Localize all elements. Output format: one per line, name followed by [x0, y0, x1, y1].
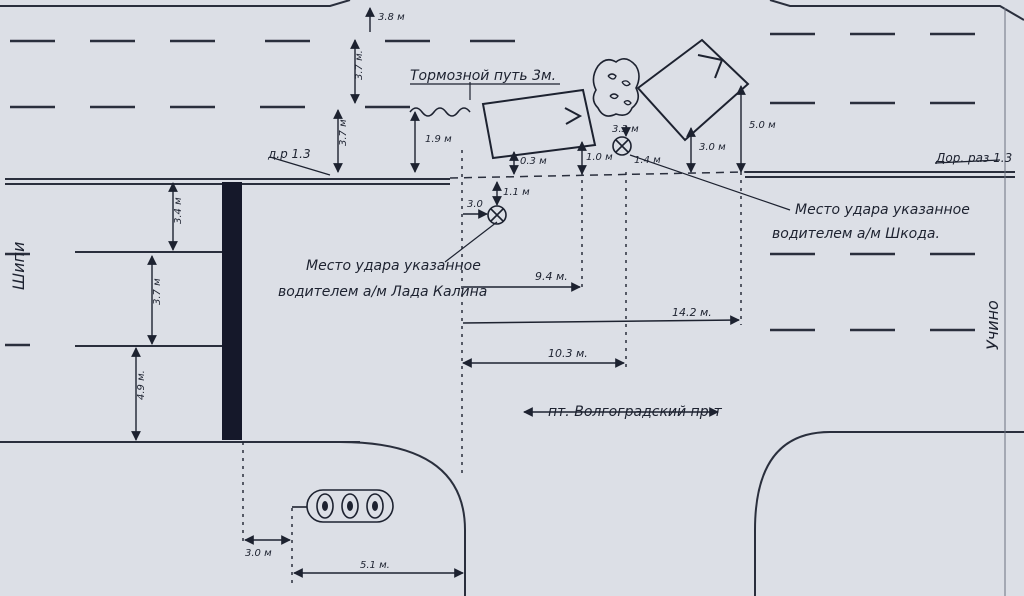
- dim-skoda-far: 5.0 м: [749, 120, 776, 131]
- car-lada: [481, 88, 597, 160]
- impact-skoda-label-line1: Место удара указанное: [795, 202, 970, 218]
- lane-dashes-right-lower: [770, 252, 975, 332]
- dim-skoda-side-small: 1.4 м: [634, 155, 661, 166]
- impact-skoda-label-line2: водителем а/м Шкода.: [772, 226, 940, 242]
- dim-lane-mid: 3.7 м.: [354, 50, 365, 80]
- street-left-label: Шипи: [9, 242, 28, 290]
- lane-dashes-top: [10, 32, 975, 43]
- impact-lada-label-line2: водителем а/м Лада Калина: [278, 284, 487, 300]
- debris-icon: [592, 58, 640, 117]
- dim-bottom-30: 3.0 м: [245, 548, 272, 559]
- impact-marker-lada: [487, 205, 507, 225]
- car-skoda: [636, 38, 750, 142]
- top-road-edge-right: [769, 0, 1024, 21]
- dim-left-37: 3.7 м: [152, 278, 163, 305]
- leader-marking-right: [934, 159, 1001, 164]
- leader-lada-impact: [444, 221, 498, 263]
- leader-marking-left: [269, 156, 331, 176]
- top-road-edge-left: [0, 0, 351, 7]
- dim-top-lane: 3.8 м: [378, 12, 405, 23]
- dimension-labels: 3.8 м 3.7 м. 3.7 м 1.9 м 0.3 м 1.0 м 3.3…: [136, 12, 776, 571]
- curb-bottom-left: [339, 441, 466, 596]
- brake-path-marks: [409, 107, 471, 117]
- marking-left-label: д.р 1.3: [267, 147, 311, 161]
- dim-impact-h: 3.0: [467, 199, 483, 210]
- center-line-dashed-intersection: [449, 171, 746, 179]
- dim-lada-edge: 0.3 м: [520, 156, 547, 167]
- dim-94: 9.4 м.: [535, 270, 568, 283]
- curb-bottom-right: [754, 431, 1024, 596]
- traffic-light-icon: [292, 489, 394, 523]
- street-main-label: пт. Волгоградский пр-т: [548, 404, 723, 420]
- impact-marker-skoda: [612, 136, 632, 156]
- reference-dotted-lines: [242, 150, 742, 585]
- dim-bottom-51: 5.1 м.: [360, 560, 390, 571]
- dim-left-49: 4.9 м.: [136, 370, 147, 400]
- marking-right-label: Дор. раз 1.3: [935, 151, 1012, 165]
- dim-left-34: 3.4 м: [173, 197, 184, 224]
- lane-dashes-middle: [10, 101, 975, 109]
- brake-path-label: Тормозной путь 3м.: [410, 68, 556, 84]
- leader-skoda-impact: [629, 154, 791, 211]
- dim-lane-low: 3.7 м: [338, 119, 349, 146]
- lada-direction-arrow-icon: [564, 107, 583, 125]
- dim-lada-front: 1.0 м: [586, 152, 613, 163]
- lane-dashes-left-lower: [5, 252, 30, 347]
- dim-142: 14.2 м.: [672, 306, 712, 319]
- skoda-direction-arrow-icon: [697, 54, 724, 79]
- dim-skoda-up: 3.3 м: [612, 124, 639, 135]
- dimension-arrows: [131, 7, 746, 578]
- stop-line-bar: [222, 182, 242, 440]
- dim-impact-v: 1.1 м: [503, 187, 530, 198]
- dim-103: 10.3 м.: [548, 347, 588, 360]
- street-right-label: Учино: [983, 300, 1002, 350]
- dim-car-rear: 1.9 м: [425, 134, 452, 145]
- dim-skoda-side: 3.0 м: [699, 142, 726, 153]
- impact-lada-label-line1: Место удара указанное: [306, 258, 481, 274]
